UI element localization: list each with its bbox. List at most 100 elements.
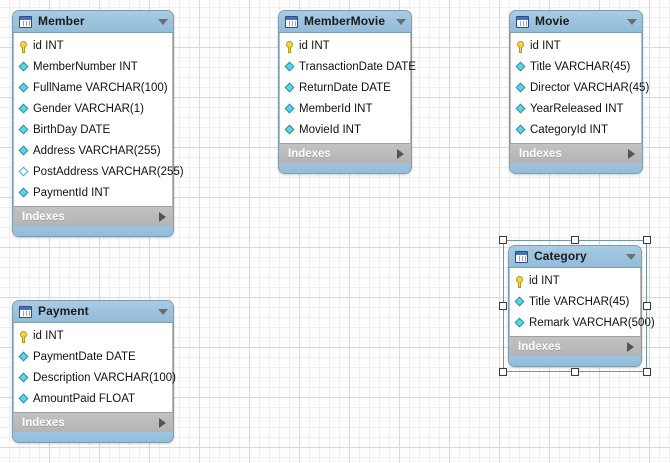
table-column-row[interactable]: Description VARCHAR(100) <box>14 368 176 389</box>
table-header[interactable]: Member <box>13 11 173 33</box>
column-diamond-icon <box>19 125 30 136</box>
indexes-section-header[interactable]: Indexes <box>13 412 173 432</box>
column-label: AmountPaid FLOAT <box>33 393 136 405</box>
table-columns-list: id INT Title VARCHAR(45) Director VARCHAR(… <box>510 33 649 143</box>
table-node-member[interactable]: Member id INT MemberNumber INT FullName VAR… <box>12 10 184 237</box>
chevron-right-icon[interactable] <box>159 417 166 428</box>
indexes-section-header[interactable]: Indexes <box>13 206 173 226</box>
chevron-down-icon[interactable] <box>158 18 168 25</box>
table-header[interactable]: MemberMovie <box>279 11 411 33</box>
table-header[interactable]: Category <box>509 246 641 268</box>
primary-key-icon <box>515 275 526 288</box>
primary-key-icon <box>19 40 30 53</box>
column-label: MovieId INT <box>299 124 361 136</box>
table-title: Movie <box>535 14 570 28</box>
chevron-right-icon[interactable] <box>397 148 404 159</box>
selection-handle[interactable] <box>571 368 579 376</box>
column-label: YearReleased INT <box>530 103 624 115</box>
column-diamond-icon <box>19 104 30 115</box>
table-column-row[interactable]: Address VARCHAR(255) <box>14 141 172 162</box>
column-diamond-icon <box>19 62 30 73</box>
table-column-row[interactable]: Title VARCHAR(45) <box>510 292 640 313</box>
column-diamond-icon <box>516 104 527 115</box>
table-node-movie[interactable]: Movie id INT Title VARCHAR(45) Director VAR… <box>509 10 649 174</box>
table-column-row[interactable]: MemberNumber INT <box>14 57 172 78</box>
chevron-down-icon[interactable] <box>158 308 168 315</box>
table-icon <box>285 15 298 28</box>
table-column-row[interactable]: FullName VARCHAR(100) <box>14 78 172 99</box>
column-diamond-icon <box>516 83 527 94</box>
chevron-down-icon[interactable] <box>626 253 636 260</box>
selection-handle[interactable] <box>643 368 651 376</box>
column-diamond-icon <box>516 62 527 73</box>
table-column-row[interactable]: PaymentDate DATE <box>14 347 172 368</box>
column-label: TransactionDate DATE <box>299 61 416 73</box>
chevron-down-icon[interactable] <box>627 18 637 25</box>
table-header[interactable]: Payment <box>13 301 173 323</box>
table-header[interactable]: Movie <box>510 11 642 33</box>
table-column-row[interactable]: TransactionDate DATE <box>280 57 416 78</box>
selection-handle[interactable] <box>643 302 651 310</box>
chevron-right-icon[interactable] <box>628 148 635 159</box>
column-diamond-nullable-icon <box>19 167 30 178</box>
column-diamond-icon <box>19 146 30 157</box>
indexes-section-header[interactable]: Indexes <box>279 143 411 163</box>
table-columns-list: id INT MemberNumber INT FullName VARCHAR(1… <box>13 33 184 206</box>
table-column-row[interactable]: Director VARCHAR(45) <box>511 78 649 99</box>
table-icon <box>516 15 529 28</box>
column-label: id INT <box>33 40 64 52</box>
column-diamond-icon <box>516 125 527 136</box>
column-diamond-icon <box>19 83 30 94</box>
table-column-row[interactable]: id INT <box>511 36 641 57</box>
primary-key-icon <box>285 40 296 53</box>
table-column-row[interactable]: id INT <box>510 271 640 292</box>
table-column-row[interactable]: YearReleased INT <box>511 99 641 120</box>
selection-handle[interactable] <box>643 236 651 244</box>
table-footer <box>13 226 173 236</box>
column-diamond-icon <box>285 104 296 115</box>
column-label: id INT <box>299 40 330 52</box>
column-label: BirthDay DATE <box>33 124 111 136</box>
table-icon <box>19 305 32 318</box>
indexes-section-header[interactable]: Indexes <box>510 143 642 163</box>
selection-handle[interactable] <box>499 302 507 310</box>
table-column-row[interactable]: CategoryId INT <box>511 120 641 141</box>
table-columns-list: id INT TransactionDate DATE ReturnDate DAT… <box>279 33 416 143</box>
table-node-membermovie[interactable]: MemberMovie id INT TransactionDate DATE Ret… <box>278 10 416 174</box>
table-column-row[interactable]: ReturnDate DATE <box>280 78 410 99</box>
column-diamond-icon <box>19 373 30 384</box>
column-diamond-icon <box>19 394 30 405</box>
table-column-row[interactable]: Remark VARCHAR(500) <box>510 313 655 334</box>
indexes-section-header[interactable]: Indexes <box>509 336 641 356</box>
table-column-row[interactable]: PostAddress VARCHAR(255) <box>14 162 184 183</box>
column-label: Director VARCHAR(45) <box>530 82 650 94</box>
table-column-row[interactable]: PaymentId INT <box>14 183 172 204</box>
table-column-row[interactable]: id INT <box>280 36 410 57</box>
column-label: FullName VARCHAR(100) <box>33 82 168 94</box>
column-label: PaymentDate DATE <box>33 351 136 363</box>
table-footer <box>279 163 411 173</box>
selection-handle[interactable] <box>499 368 507 376</box>
chevron-right-icon[interactable] <box>627 341 634 352</box>
table-icon <box>515 250 528 263</box>
table-node-payment[interactable]: Payment id INT PaymentDate DATE Description… <box>12 300 176 443</box>
table-column-row[interactable]: MovieId INT <box>280 120 410 141</box>
table-column-row[interactable]: AmountPaid FLOAT <box>14 389 172 410</box>
table-column-row[interactable]: id INT <box>14 326 172 347</box>
chevron-right-icon[interactable] <box>159 211 166 222</box>
table-column-row[interactable]: Gender VARCHAR(1) <box>14 99 172 120</box>
table-column-row[interactable]: BirthDay DATE <box>14 120 172 141</box>
chevron-down-icon[interactable] <box>396 18 406 25</box>
column-label: MemberId INT <box>299 103 373 115</box>
table-column-row[interactable]: MemberId INT <box>280 99 410 120</box>
column-label: Address VARCHAR(255) <box>33 145 161 157</box>
selection-handle[interactable] <box>571 236 579 244</box>
table-column-row[interactable]: Title VARCHAR(45) <box>511 57 641 78</box>
selection-handle[interactable] <box>499 236 507 244</box>
table-icon <box>19 15 32 28</box>
column-label: id INT <box>530 40 561 52</box>
table-column-row[interactable]: id INT <box>14 36 172 57</box>
